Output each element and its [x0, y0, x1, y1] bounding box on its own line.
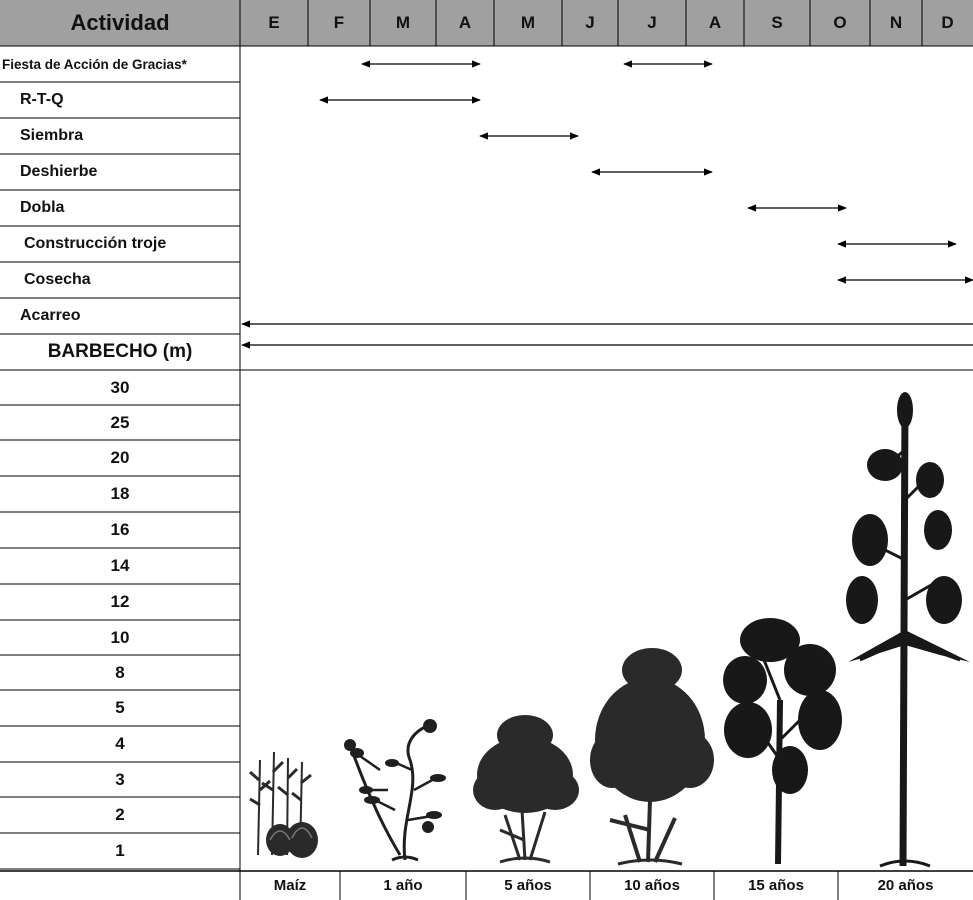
activity-row-label: Construcción troje: [24, 235, 167, 252]
stage-label: Maíz: [273, 877, 307, 894]
fallow-height-label: 1: [115, 841, 125, 860]
fallow-height-label: 3: [115, 769, 125, 789]
stage-label: 1 año: [383, 877, 423, 894]
month-header-mar: M: [395, 13, 411, 32]
month-header-feb: F: [333, 13, 345, 32]
month-header-jul: J: [647, 13, 657, 32]
fifteen-year-tree-icon: [723, 618, 842, 865]
activity-column-header: Actividad: [70, 10, 170, 35]
fallow-height-label: 16: [110, 520, 130, 539]
fallow-height-label: 2: [115, 805, 125, 824]
header-bar: Actividad E F M A M J J A S O N D: [0, 0, 973, 46]
twenty-year-tree-icon: [846, 392, 970, 868]
fallow-height-label: 18: [110, 484, 130, 503]
activity-row-label: Acarreo: [20, 307, 81, 324]
fallow-height-label: 10: [110, 627, 130, 647]
five-year-bush-icon: [473, 715, 579, 864]
one-year-shrub-icon: [344, 719, 446, 862]
plant-illustrations: [249, 392, 970, 868]
fallow-height-label: 4: [115, 734, 125, 753]
stage-label: 10 años: [624, 877, 680, 894]
ten-year-tree-icon: [590, 648, 714, 866]
month-header-nov: N: [889, 13, 903, 32]
stage-label: 15 años: [748, 877, 804, 894]
fallow-height-label: 12: [110, 592, 130, 611]
month-header-jun: J: [585, 13, 595, 32]
stage-label: 5 años: [504, 877, 552, 894]
activity-row-label: Cosecha: [24, 271, 91, 288]
month-header-may: M: [520, 13, 536, 32]
fallow-height-label: 20: [110, 448, 130, 467]
fallow-height-label: 30: [110, 377, 130, 397]
activity-row-label: Siembra: [20, 127, 84, 144]
activity-arrows: [241, 60, 973, 349]
month-header-dec: D: [941, 13, 954, 32]
stage-label: 20 años: [877, 877, 934, 894]
month-header-sep: S: [771, 13, 783, 32]
fallow-height-label: 14: [110, 556, 130, 575]
activity-row-label: R-T-Q: [20, 91, 64, 108]
fallow-header-label: BARBECHO (m): [47, 341, 193, 362]
month-header-oct: O: [833, 13, 847, 32]
fallow-height-label: 5: [115, 698, 125, 717]
maize-plant-icon: [249, 751, 318, 858]
activity-row-label: Fiesta de Acción de Gracias*: [2, 56, 187, 72]
month-header-jan: E: [268, 13, 280, 32]
activity-row-label: Deshierbe: [20, 163, 98, 180]
fallow-height-label: 8: [115, 662, 125, 682]
activity-row-label: Dobla: [20, 199, 65, 216]
month-header-aug: A: [708, 13, 722, 32]
month-header-apr: A: [458, 13, 472, 32]
fallow-height-label: 25: [110, 412, 130, 432]
